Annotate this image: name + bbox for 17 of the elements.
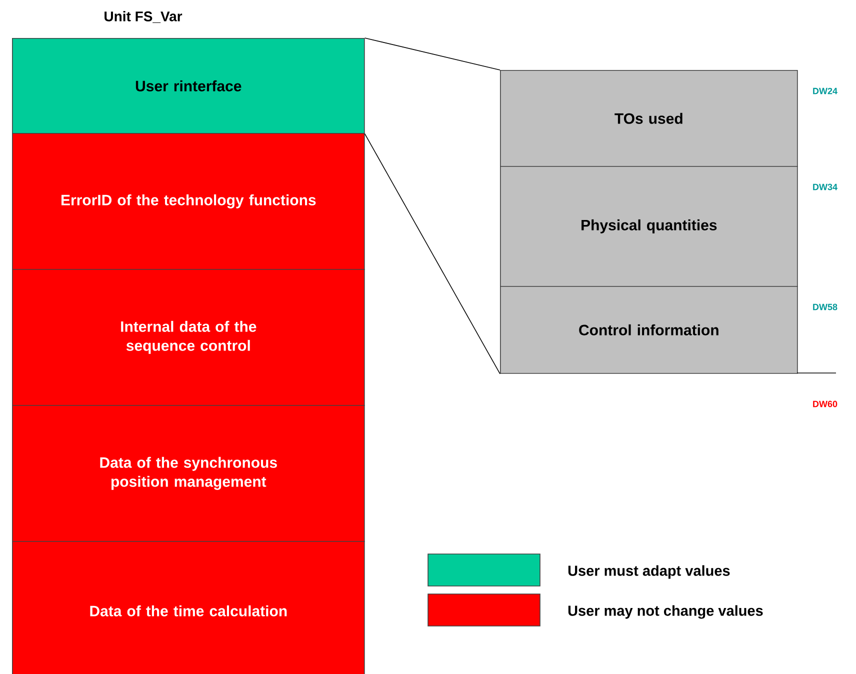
legend-text: User must adapt values — [568, 565, 730, 579]
memory-block: Data of the synchronous position management — [12, 404, 365, 542]
data-block: TOs used — [500, 70, 798, 167]
data-block: Control information — [500, 286, 798, 374]
memory-block: User rinterface — [12, 38, 365, 134]
zoom-line — [364, 38, 500, 70]
memory-block: Internal data of the sequence control — [12, 269, 365, 406]
memory-block: Data of the time calculation — [12, 540, 365, 674]
data-block: Physical quantities — [500, 166, 798, 287]
address-label: DW24 — [813, 88, 838, 94]
title: Unit FS_Var — [104, 11, 182, 23]
legend-text: User may not change values — [568, 605, 763, 619]
address-label: DW58 — [813, 304, 838, 310]
memory-block: ErrorID of the technology functions — [12, 132, 365, 270]
address-label: DW34 — [813, 184, 838, 190]
address-label: DW60 — [813, 400, 838, 408]
zoom-line — [364, 133, 500, 374]
